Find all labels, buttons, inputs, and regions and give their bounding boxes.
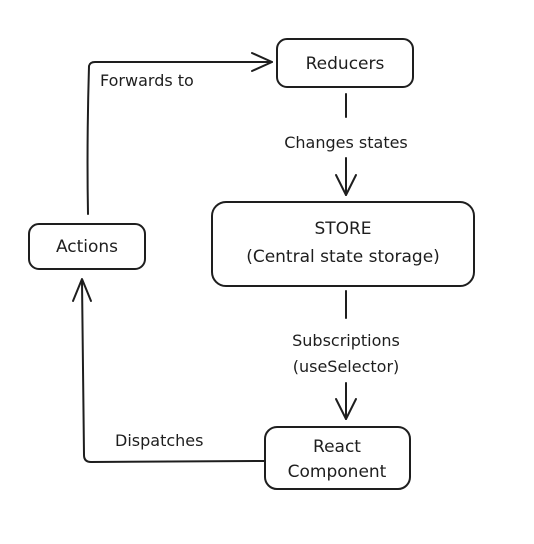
edge-changes-states-arrowhead [335, 174, 357, 196]
edge-dispatches-arrowhead [72, 278, 92, 302]
edge-label-dispatches: Dispatches [115, 431, 203, 450]
edge-label-subscriptions-line2: (useSelector) [293, 357, 400, 376]
node-actions: Actions [28, 223, 146, 270]
node-reducers-box [276, 38, 414, 88]
node-react-component: React Component [264, 426, 411, 490]
node-store-box [211, 201, 475, 287]
node-react-component-label-line1: React [313, 437, 361, 457]
edge-dispatches-line [81, 280, 265, 463]
node-reducers-label: Reducers [306, 54, 385, 74]
edge-label-forwards-to: Forwards to [100, 71, 194, 90]
node-store: STORE (Central state storage) [211, 201, 475, 287]
node-reducers: Reducers [276, 38, 414, 88]
node-store-label-line2: (Central state storage) [246, 247, 440, 267]
edge-forwards-to-line [86, 61, 273, 215]
edge-label-changes-states: Changes states [284, 133, 408, 152]
edge-subscriptions-arrowhead [335, 398, 357, 420]
node-actions-box [28, 223, 146, 270]
node-actions-label: Actions [56, 237, 118, 257]
node-react-component-box [264, 426, 411, 490]
edge-forwards-to-arrowhead [251, 52, 273, 72]
node-store-label-line1: STORE [314, 219, 371, 239]
edge-label-subscriptions-line1: Subscriptions [292, 331, 400, 350]
node-react-component-label-line2: Component [288, 462, 387, 482]
